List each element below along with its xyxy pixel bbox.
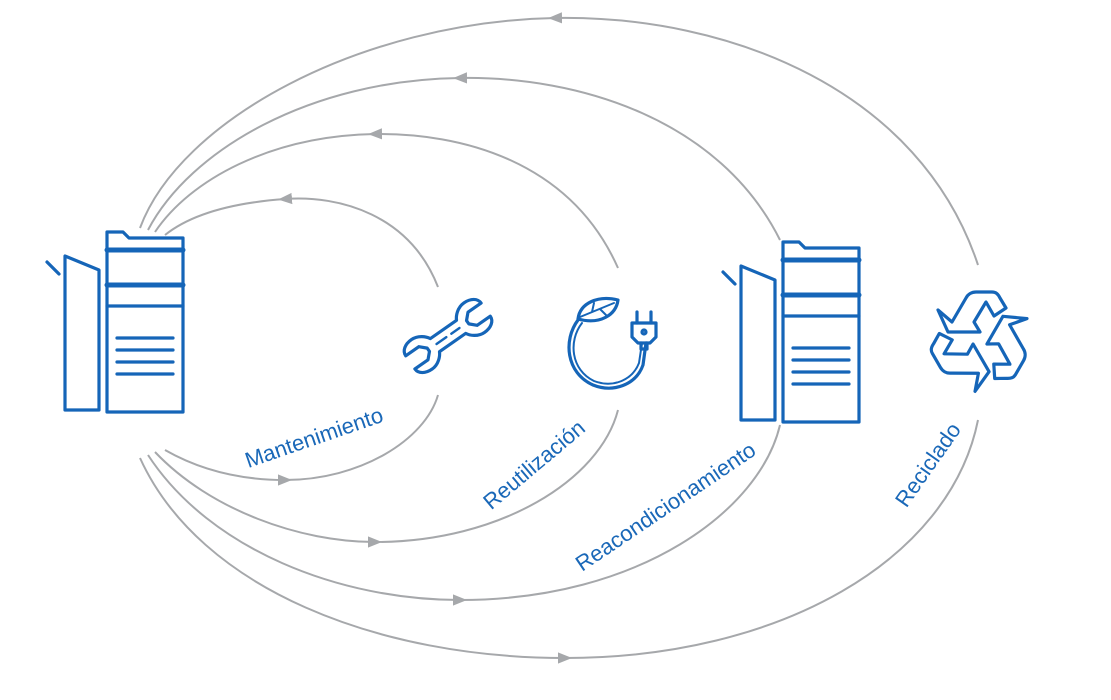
- printer-icon: [723, 242, 859, 422]
- forward-arc-reutilizacion-end: [374, 409, 619, 543]
- return-arc-reutilizacion-end: [154, 128, 383, 233]
- return-arc-mantenimiento-end: [164, 192, 293, 236]
- forward-arc-reutilizacion: [154, 451, 382, 548]
- printer-icon: [47, 232, 183, 412]
- forward-arc-reciclado: [139, 457, 572, 664]
- return-arc-reciclado-end: [139, 12, 563, 229]
- forward-arc-reacondicionamiento-end: [459, 424, 781, 601]
- wrench-icon: [402, 297, 494, 375]
- leaf-plug-icon: [567, 297, 658, 390]
- return-arc-reciclado: [554, 16, 979, 266]
- return-arc-reacondicionamiento-end: [147, 72, 468, 231]
- forward-arc-mantenimiento-end: [284, 394, 439, 481]
- recycle-icon: [929, 290, 1029, 393]
- forward-arc-mantenimiento: [164, 449, 292, 486]
- forward-arc-reacondicionamiento: [147, 454, 467, 606]
- return-arc-reutilizacion: [374, 132, 619, 269]
- forward-arc-reciclado-end: [564, 419, 979, 659]
- return-arc-reacondicionamiento: [459, 76, 781, 241]
- return-arc-mantenimiento: [284, 197, 439, 288]
